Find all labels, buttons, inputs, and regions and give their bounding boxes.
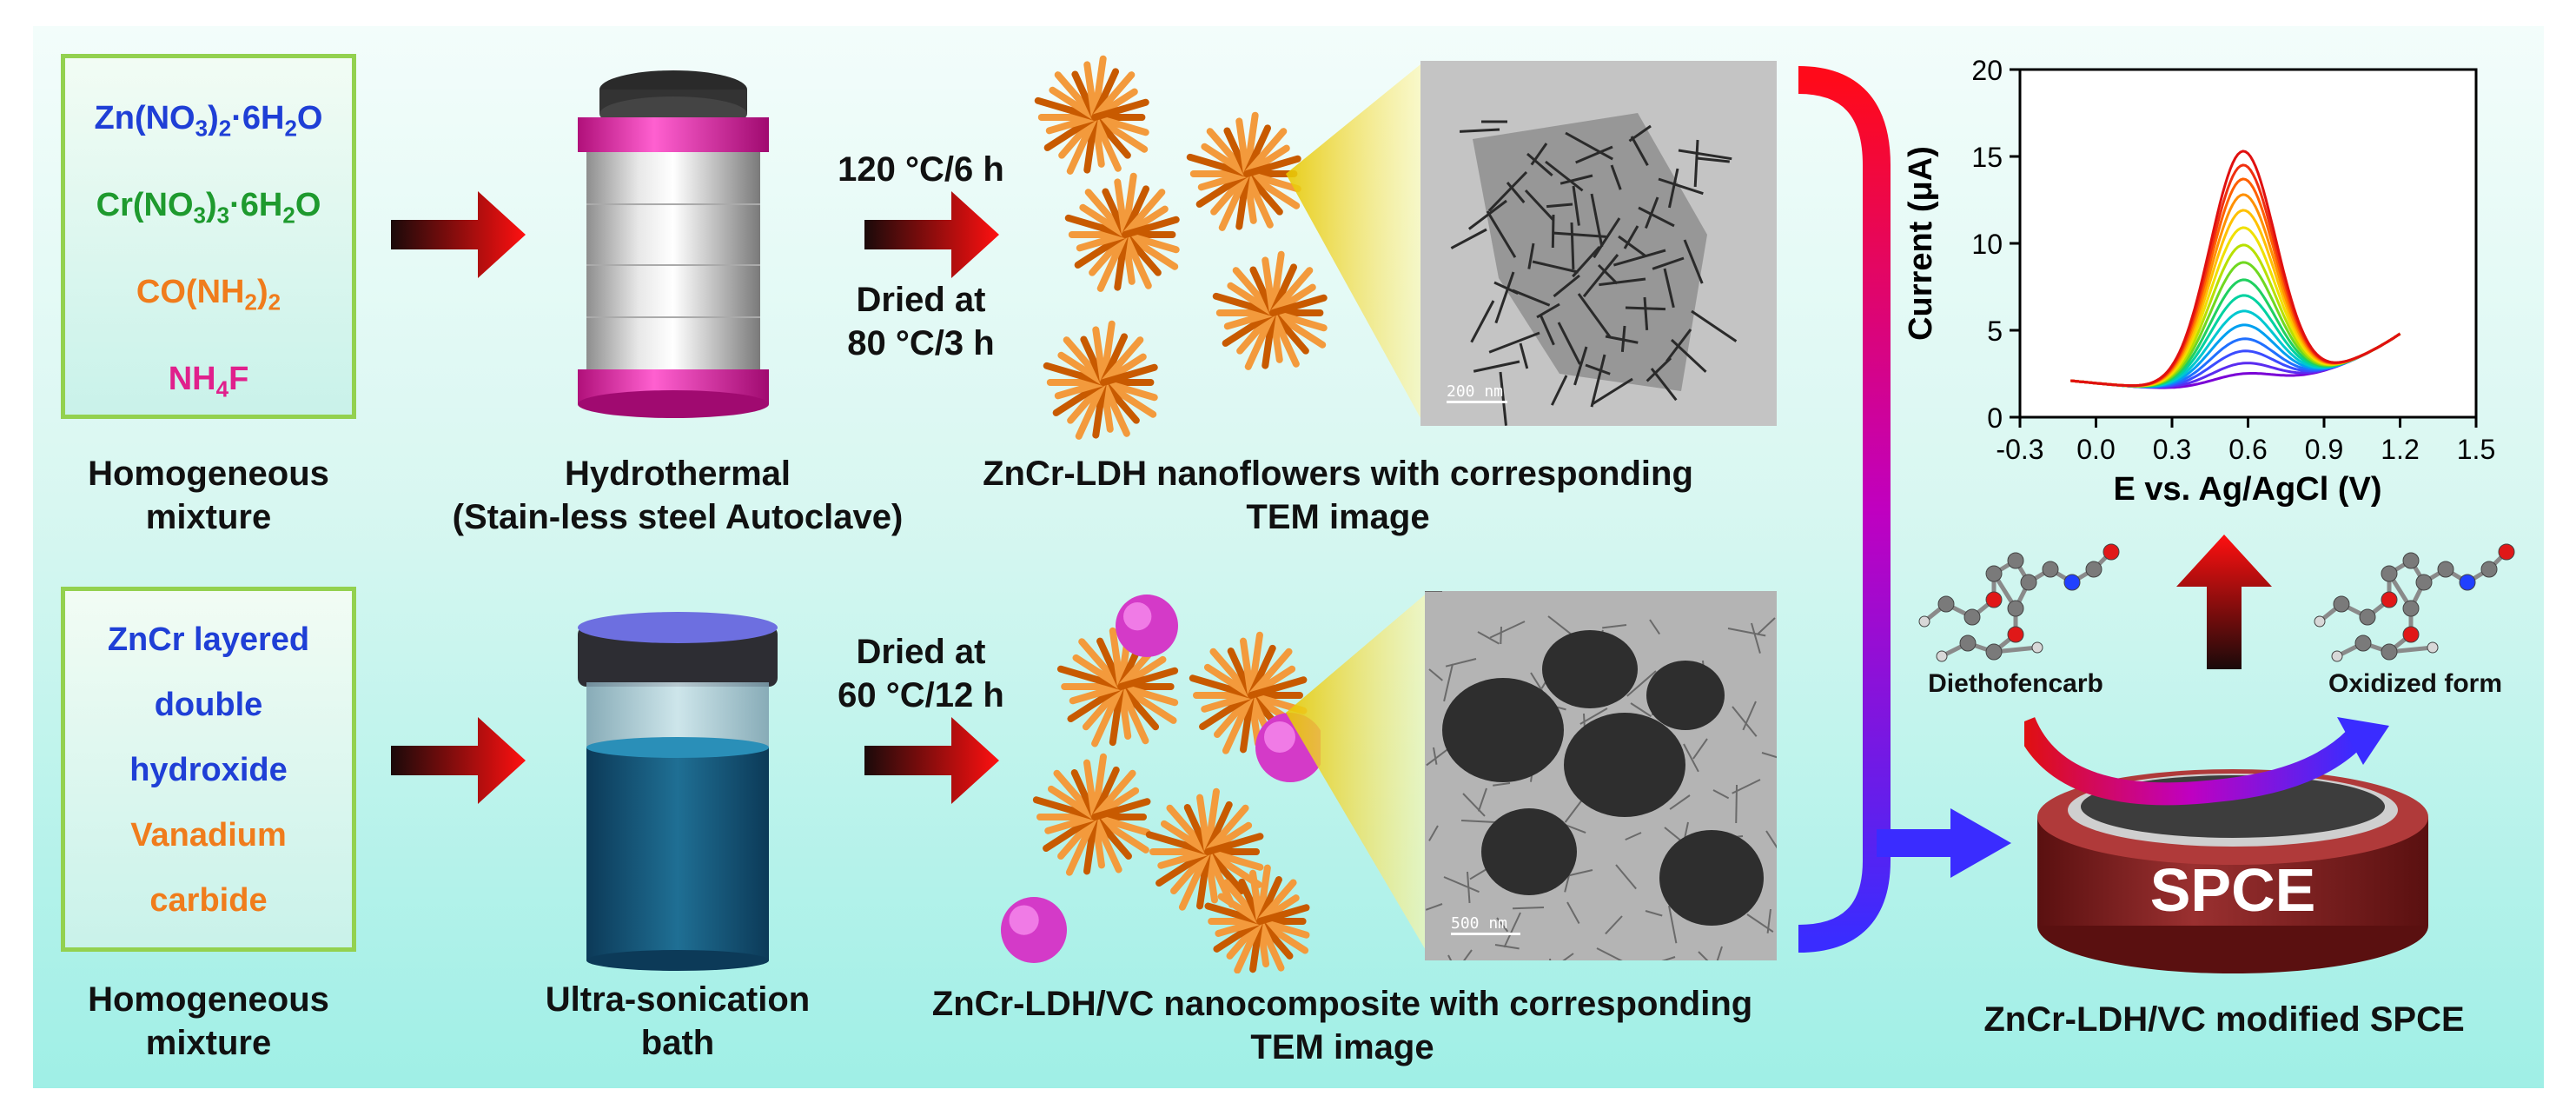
- nanoflower: [1064, 172, 1180, 292]
- scale-bar: 500 nm: [1451, 914, 1520, 935]
- label-line: Homogeneous: [88, 455, 329, 493]
- arrow-icon: [391, 717, 526, 804]
- nanoflower: [1204, 864, 1310, 973]
- y-tick-label: 20: [1971, 55, 2003, 86]
- vc-particle: [1001, 897, 1067, 963]
- precursor-ldh-1: ZnCr layered: [107, 621, 310, 658]
- nanoflowers-icon: [1034, 55, 1328, 440]
- y-tick-label: 10: [1971, 229, 2003, 260]
- precursor-zinc-nitrate: Zn(NO3)2·6H2O: [94, 100, 323, 142]
- x-tick-label: -0.3: [1996, 434, 2043, 465]
- arrow-icon: [864, 191, 999, 278]
- x-tick-label: 1.2: [2381, 434, 2419, 465]
- scale-label: 500 nm: [1451, 914, 1508, 933]
- label-line: Hydrothermal: [564, 455, 791, 493]
- label-line: ZnCr-LDH/VC nanocomposite with correspon…: [931, 985, 1753, 1023]
- nanoflower: [1212, 250, 1328, 370]
- y-tick-label: 15: [1971, 142, 2003, 173]
- precursor-vc-1: Vanadium: [130, 817, 287, 854]
- hydrothermal-label: Hydrothermal (Stain-less steel Autoclave…: [452, 452, 904, 539]
- label-line: mixture: [145, 498, 272, 536]
- spce-electrode-icon: SPCE: [2024, 716, 2428, 973]
- precursor-ldh-2: double: [154, 687, 263, 723]
- label-line: Dried at: [856, 633, 986, 671]
- nanoflower: [1145, 787, 1264, 911]
- oxidized-molecule-icon: [2314, 543, 2515, 662]
- zoom-cone: [1286, 61, 1425, 426]
- label-line: Dried at: [856, 281, 986, 319]
- nanoflower: [1186, 111, 1301, 231]
- precursor-box-bottom: ZnCr layered double hydroxide Vanadium c…: [61, 587, 356, 952]
- label-line: Ultra-sonication: [545, 980, 811, 1019]
- label-line: mixture: [145, 1024, 272, 1062]
- tem-image-ldh: 200 nm: [1420, 61, 1777, 426]
- label-line: Homogeneous: [88, 980, 329, 1019]
- label-line: TEM image: [1246, 498, 1430, 536]
- merge-arrow-icon: [1798, 66, 2011, 953]
- x-tick-label: 1.5: [2457, 434, 2495, 465]
- x-tick-label: 0.9: [2305, 434, 2343, 465]
- diethofencarb-molecule-icon: [1918, 543, 2120, 662]
- y-tick-label: 5: [1987, 316, 2003, 347]
- label-line: 60 °C/12 h: [838, 676, 1004, 714]
- diethofencarb-label: Diethofencarb: [1928, 669, 2103, 698]
- dpv-chart: 0 5 10 15 20 -0.3 0.0 0.3 0.6 0.9 1.2 1.5 Current …: [1903, 55, 2495, 508]
- precursor-box-top: Zn(NO3)2·6H2O Cr(NO3)3·6H2O CO(NH2)2 NH4…: [61, 54, 356, 419]
- y-axis-ticks: 0 5 10 15 20: [1971, 55, 2020, 434]
- label-line: 80 °C/3 h: [847, 324, 995, 362]
- spce-label: SPCE: [2150, 856, 2316, 924]
- label-line: (Stain-less steel Autoclave): [452, 498, 904, 536]
- arrow-icon: [864, 717, 999, 804]
- homogeneous-mixture-label-bottom: Homogeneous mixture: [35, 978, 382, 1065]
- autoclave-icon: [578, 70, 769, 418]
- x-tick-label: 0.3: [2153, 434, 2191, 465]
- chart-curves: [2070, 149, 2401, 389]
- oxidized-form-label: Oxidized form: [2328, 669, 2503, 698]
- nanoflower: [1032, 753, 1151, 876]
- y-axis-label: Current (μA): [1903, 146, 1939, 341]
- nanocomposite-icon: [1001, 595, 1321, 973]
- sonication-bath-icon: [578, 612, 778, 971]
- precursor-chromium-nitrate: Cr(NO3)3·6H2O: [96, 187, 321, 229]
- precursor-ldh-3: hydroxide: [129, 752, 288, 788]
- nanoflowers-caption: ZnCr-LDH nanoflowers with corresponding …: [938, 452, 1738, 539]
- x-axis-ticks: -0.3 0.0 0.3 0.6 0.9 1.2 1.5: [1996, 417, 2495, 465]
- plot-frame: [2018, 68, 2478, 419]
- x-axis-label: E vs. Ag/AgCl (V): [2114, 471, 2382, 508]
- vc-particle: [1116, 595, 1178, 657]
- nanoflower: [1034, 55, 1149, 175]
- x-tick-label: 0.6: [2228, 434, 2267, 465]
- precursor-vc-2: carbide: [149, 882, 268, 919]
- zoom-cone: [1286, 591, 1429, 956]
- y-tick-label: 0: [1987, 402, 2003, 434]
- homogeneous-mixture-label-top: Homogeneous mixture: [35, 452, 382, 539]
- nanocomposite-caption: ZnCr-LDH/VC nanocomposite with correspon…: [886, 982, 1798, 1069]
- nanoflower: [1043, 320, 1158, 440]
- sonication-label: Ultra-sonication bath: [469, 978, 886, 1065]
- label-line: TEM image: [1250, 1028, 1434, 1066]
- scale-bar: 200 nm: [1447, 382, 1507, 403]
- up-arrow-icon: [2176, 535, 2272, 669]
- precursor-ammonium-fluoride: NH4F: [168, 361, 249, 402]
- label-line: bath: [640, 1024, 715, 1062]
- condition-drying-bottom: Dried at 60 °C/12 h: [812, 630, 1030, 717]
- arrow-icon: [391, 191, 526, 278]
- precursor-urea: CO(NH2)2: [136, 274, 281, 316]
- nanoflower: [1189, 631, 1308, 754]
- condition-hydrothermal: 120 °C/6 h: [838, 150, 1004, 189]
- label-line: ZnCr-LDH nanoflowers with corresponding: [983, 455, 1693, 493]
- condition-drying-top: Dried at 80 °C/3 h: [821, 278, 1021, 365]
- x-tick-label: 0.0: [2076, 434, 2115, 465]
- dpv-curve: [2070, 149, 2401, 388]
- scale-label: 200 nm: [1447, 382, 1504, 401]
- tem-image-composite: 500 nm: [1425, 591, 1777, 960]
- spce-caption: ZnCr-LDH/VC modified SPCE: [1983, 1000, 2465, 1039]
